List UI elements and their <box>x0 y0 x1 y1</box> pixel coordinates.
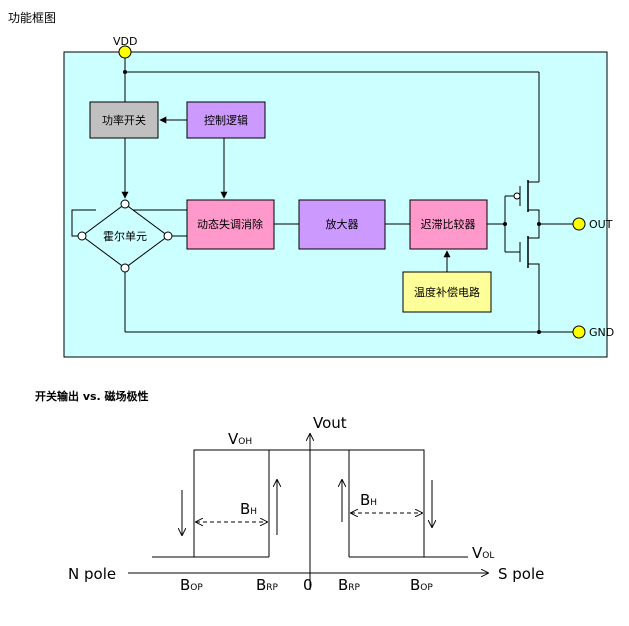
gnd-junction <box>537 330 541 334</box>
hall-left-wire <box>71 209 96 237</box>
origin-label: 0 <box>303 576 313 594</box>
amplifier-block <box>298 199 386 250</box>
offset-cancel-label: 动态失调消除 <box>197 217 263 231</box>
y-axis-label: Vout <box>313 414 347 432</box>
out-pin <box>572 217 586 231</box>
power-switch-label: 功率开关 <box>102 113 146 127</box>
vdd-junction <box>123 70 127 74</box>
temp-compensation-block <box>402 271 492 313</box>
gnd-label: GND <box>589 326 614 339</box>
amplifier-label: 放大器 <box>326 217 359 231</box>
n-pole-label: N pole <box>68 565 116 583</box>
control-logic-block <box>186 101 266 139</box>
vdd-label: VDD <box>113 35 137 48</box>
s-pole-label: S pole <box>498 565 544 583</box>
bh-right-label: BH <box>360 491 377 509</box>
gnd-pin <box>572 325 586 339</box>
brp-left-label: BRP <box>256 576 279 594</box>
upper-drain-lead <box>528 209 540 224</box>
block-diagram-heading: 功能框图 <box>8 11 56 25</box>
control-logic-label: 控制逻辑 <box>204 113 248 127</box>
voh-label: VOH <box>228 430 252 448</box>
out-label: OUT <box>589 218 613 231</box>
bop-left-label: BOP <box>180 576 203 594</box>
hall-terminal-top <box>120 199 130 209</box>
temp-compensation-label: 温度补偿电路 <box>414 285 480 299</box>
bh-left-label: BH <box>240 500 257 518</box>
vol-label: VOL <box>472 544 494 562</box>
power-switch-block <box>89 101 159 139</box>
comparator-block <box>409 199 488 250</box>
bop-right-label: BOP <box>410 576 433 594</box>
brp-right-label: BRP <box>338 576 361 594</box>
upper-gate-bubble <box>513 192 521 200</box>
hall-terminal-left <box>77 231 87 241</box>
comparator-label: 迟滞比较器 <box>421 217 476 231</box>
hall-terminal-right <box>163 231 173 241</box>
hall-element-label: 霍尔单元 <box>103 230 147 243</box>
offset-cancel-block <box>186 199 275 250</box>
hysteresis-heading: 开关输出 vs. 磁场极性 <box>35 389 149 403</box>
output-curve-outer <box>152 449 468 558</box>
lower-source-to-gnd <box>528 263 540 332</box>
lower-drain-lead <box>528 224 540 239</box>
hall-terminal-bottom <box>120 263 130 273</box>
